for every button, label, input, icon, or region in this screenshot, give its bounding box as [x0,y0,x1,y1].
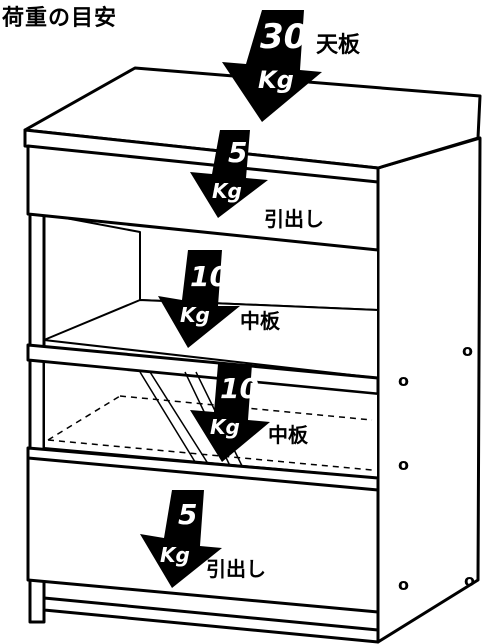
load-unit: Kg [160,543,190,567]
load-arrow-shelf2: 10 Kg 中板 [190,364,309,462]
cabinet [23,66,482,644]
load-arrow-drawer1: 5 Kg 引出し [190,130,324,231]
load-arrow-top: 30 Kg 天板 [222,10,361,122]
lower-drawer-rim [26,446,380,492]
side-mark: o [464,571,475,590]
load-value: 10 [190,260,229,293]
load-value: 10 [220,372,259,405]
load-value: 30 [260,17,307,57]
load-arrow-shelf1: 10 Kg 中板 [158,250,281,348]
middle-shelf-top [43,299,379,379]
load-label: 中板 [240,309,281,333]
load-label: 中板 [268,423,309,447]
arrow-icon [158,250,240,348]
base [42,596,380,644]
arrow-icon [222,10,322,122]
arrow-icon [140,490,222,588]
load-label: 引出し [264,207,324,231]
load-value: 5 [178,498,197,531]
glass-reflection [139,371,245,471]
side-marks: o o o o o [398,341,475,594]
load-unit: Kg [180,303,210,327]
arrow-icon [190,130,268,218]
side-mark: o [462,341,473,360]
load-label: 引出し [206,557,266,581]
load-unit: Kg [210,415,240,439]
diagram-title: 荷重の目安 [2,6,118,31]
arrow-icon [190,364,270,462]
load-unit: Kg [258,66,294,94]
load-label: 天板 [316,33,361,58]
side-mark: o [398,575,409,594]
load-value: 5 [228,136,247,169]
cabinet-side-panel [376,136,482,644]
load-arrow-drawer2: 5 Kg 引出し [140,490,266,588]
load-unit: Kg [212,179,242,203]
upper-drawer [26,144,380,252]
side-mark: o [398,455,409,474]
side-mark: o [398,371,409,390]
